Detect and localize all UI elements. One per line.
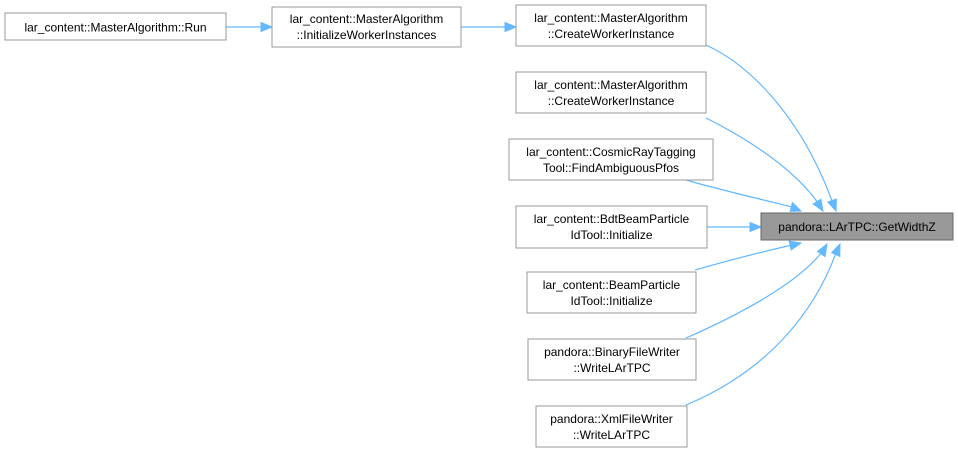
node-beam-line-2: IdTool::Initialize <box>570 294 652 308</box>
node-xml-line-1: pandora::XmlFileWriter <box>550 412 672 426</box>
node-create2-line-1: lar_content::MasterAlgorithm <box>534 78 687 92</box>
node-binary-line-1: pandora::BinaryFileWriter <box>544 345 680 359</box>
node-create1-line-1: lar_content::MasterAlgorithm <box>534 11 687 25</box>
arrowhead-cosmic-to-target <box>789 201 803 212</box>
arrowhead-bdt-to-target <box>749 221 763 233</box>
node-cosmic-line-2: Tool::FindAmbiguousPfos <box>543 161 679 175</box>
arrowhead-xml-to-target <box>830 242 841 258</box>
node-create-worker-instance-1[interactable]: lar_content::MasterAlgorithm ::CreateWor… <box>515 4 707 47</box>
edge-binary-to-target <box>685 251 823 339</box>
edge-beam-to-target <box>694 244 793 271</box>
edge-create1-to-target <box>705 44 833 202</box>
node-cosmic-line-1: lar_content::CosmicRayTagging <box>526 145 695 159</box>
edges <box>226 21 841 406</box>
arrowhead-beam-to-target <box>788 240 803 251</box>
node-target-get-width-z: pandora::LArTPC::GetWidthZ <box>760 212 954 241</box>
node-bdt-beam-particle-id-tool[interactable]: lar_content::BdtBeamParticle IdTool::Ini… <box>515 205 708 249</box>
edge-xml-to-target <box>685 252 837 406</box>
arrowhead-initialize-to-create <box>504 21 518 33</box>
node-initialize-line-2: ::InitializeWorkerInstances <box>297 28 437 42</box>
edge-create2-to-target <box>705 117 819 204</box>
edge-cosmic-to-target <box>685 179 793 208</box>
arrowhead-create1-to-target <box>827 198 837 213</box>
node-create-worker-instance-2[interactable]: lar_content::MasterAlgorithm ::CreateWor… <box>515 71 707 114</box>
node-xml-line-2: ::WriteLArTPC <box>573 428 650 442</box>
node-xml-file-writer[interactable]: pandora::XmlFileWriter ::WriteLArTPC <box>535 405 688 448</box>
arrowhead-binary-to-target <box>816 242 828 258</box>
node-beam-particle-id-tool[interactable]: lar_content::BeamParticle IdTool::Initia… <box>526 271 697 314</box>
node-cosmic-ray-tagging-tool[interactable]: lar_content::CosmicRayTagging Tool::Find… <box>508 138 714 181</box>
node-binary-file-writer[interactable]: pandora::BinaryFileWriter ::WriteLArTPC <box>527 338 697 381</box>
node-create1-line-2: ::CreateWorkerInstance <box>548 27 675 41</box>
node-initialize-worker-instances[interactable]: lar_content::MasterAlgorithm ::Initializ… <box>271 6 462 48</box>
node-bdt-line-2: IdTool::Initialize <box>570 228 652 242</box>
node-bdt-line-1: lar_content::BdtBeamParticle <box>534 212 690 226</box>
node-run[interactable]: lar_content::MasterAlgorithm::Run <box>4 12 227 41</box>
node-create2-line-2: ::CreateWorkerInstance <box>548 94 675 108</box>
node-run-line-1: lar_content::MasterAlgorithm::Run <box>24 21 206 35</box>
node-target-line-1: pandora::LArTPC::GetWidthZ <box>778 220 935 234</box>
node-beam-line-1: lar_content::BeamParticle <box>543 278 681 292</box>
node-initialize-line-1: lar_content::MasterAlgorithm <box>290 12 443 26</box>
arrowhead-run-to-initialize <box>260 21 274 33</box>
arrowhead-create2-to-target <box>812 198 824 213</box>
node-binary-line-2: ::WriteLArTPC <box>573 361 650 375</box>
